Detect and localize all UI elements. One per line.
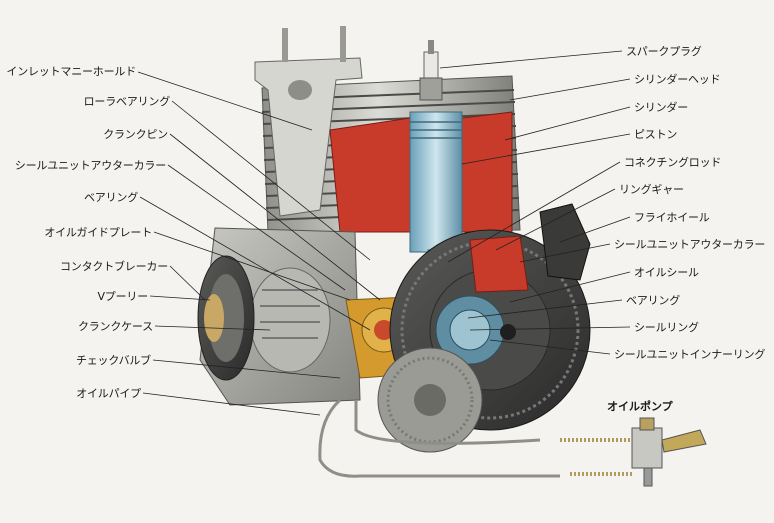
inlet-manifold — [254, 26, 363, 217]
label-inlet-manifold: インレットマニーホールド — [6, 65, 136, 78]
label-ring-gear: リングギャー — [619, 183, 684, 196]
piston — [409, 111, 463, 253]
label-seal-unit-outer-collar-right: シールユニットアウターカラー — [614, 238, 766, 251]
label-cylinder: シリンダー — [634, 101, 688, 114]
leader-lines — [137, 50, 631, 416]
label-crank-pin: クランクピン — [103, 128, 168, 141]
label-seal-ring: シールリング — [634, 321, 699, 334]
label-check-valve: チェックバルブ — [75, 354, 151, 367]
label-connecting-rod: コネクチングロッド — [624, 156, 722, 169]
label-roller-bearing: ローラベアリング — [83, 95, 171, 108]
label-piston: ピストン — [634, 128, 678, 141]
label-oil-seal: オイルシール — [634, 266, 699, 279]
label-cylinder-head: シリンダーヘッド — [634, 73, 721, 86]
label-oil-pipe: オイルパイプ — [76, 387, 141, 400]
v-pulley — [197, 255, 255, 381]
label-bearing-right: ベアリング — [626, 294, 680, 307]
label-seal-unit-outer-collar-left: シールユニットアウターカラー — [14, 159, 166, 172]
label-crankcase: クランクケース — [77, 320, 153, 333]
label-v-pulley: Vプーリー — [97, 290, 148, 303]
oil-pipes — [318, 398, 560, 478]
spark-plug — [419, 40, 443, 101]
label-bearing-left: ベアリング — [84, 191, 138, 204]
oil-pump-illustration — [560, 417, 707, 487]
label-spark-plug: スパークプラグ — [626, 45, 702, 58]
label-oil-guide-plate: オイルガイドプレート — [44, 226, 152, 239]
label-flywheel: フライホイール — [634, 211, 710, 224]
lower-housing — [377, 347, 483, 453]
oil-pump-title: オイルポンプ — [607, 400, 673, 413]
label-seal-unit-inner-ring: シールユニットインナーリング — [614, 348, 766, 361]
starter-housing — [539, 203, 591, 281]
label-contact-breaker: コンタクトブレーカー — [60, 260, 168, 273]
